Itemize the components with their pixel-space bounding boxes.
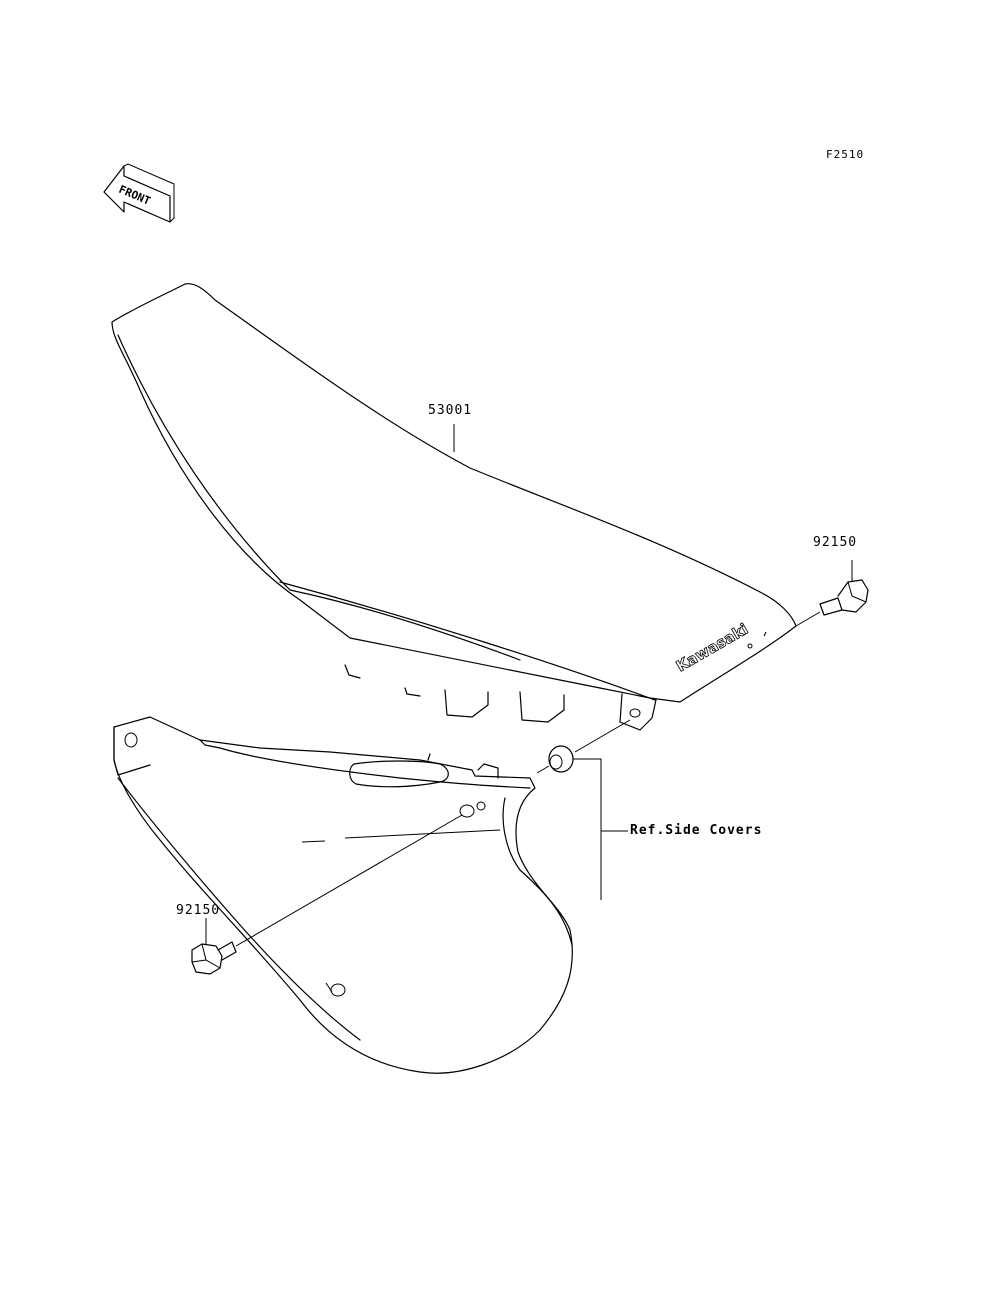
callout-seat: 53001 (428, 403, 473, 418)
grommet-icon (536, 719, 631, 774)
ref-bracket (573, 758, 628, 900)
front-arrow-icon: FRONT (103, 163, 175, 223)
brand-mark-text: Kawasaki (673, 620, 751, 676)
callout-bolt-left: 92150 (176, 903, 221, 918)
bolt-left-icon (191, 814, 463, 975)
callout-bolt-right: 92150 (813, 535, 858, 550)
seat-drawing (111, 283, 797, 731)
brand-mark: Kawasaki (673, 620, 752, 676)
figure-code: F2510 (826, 148, 865, 161)
callout-ref-side-covers: Ref.Side Covers (630, 823, 763, 838)
bolt-right-icon (795, 560, 869, 627)
side-cover-drawing (113, 716, 573, 1074)
